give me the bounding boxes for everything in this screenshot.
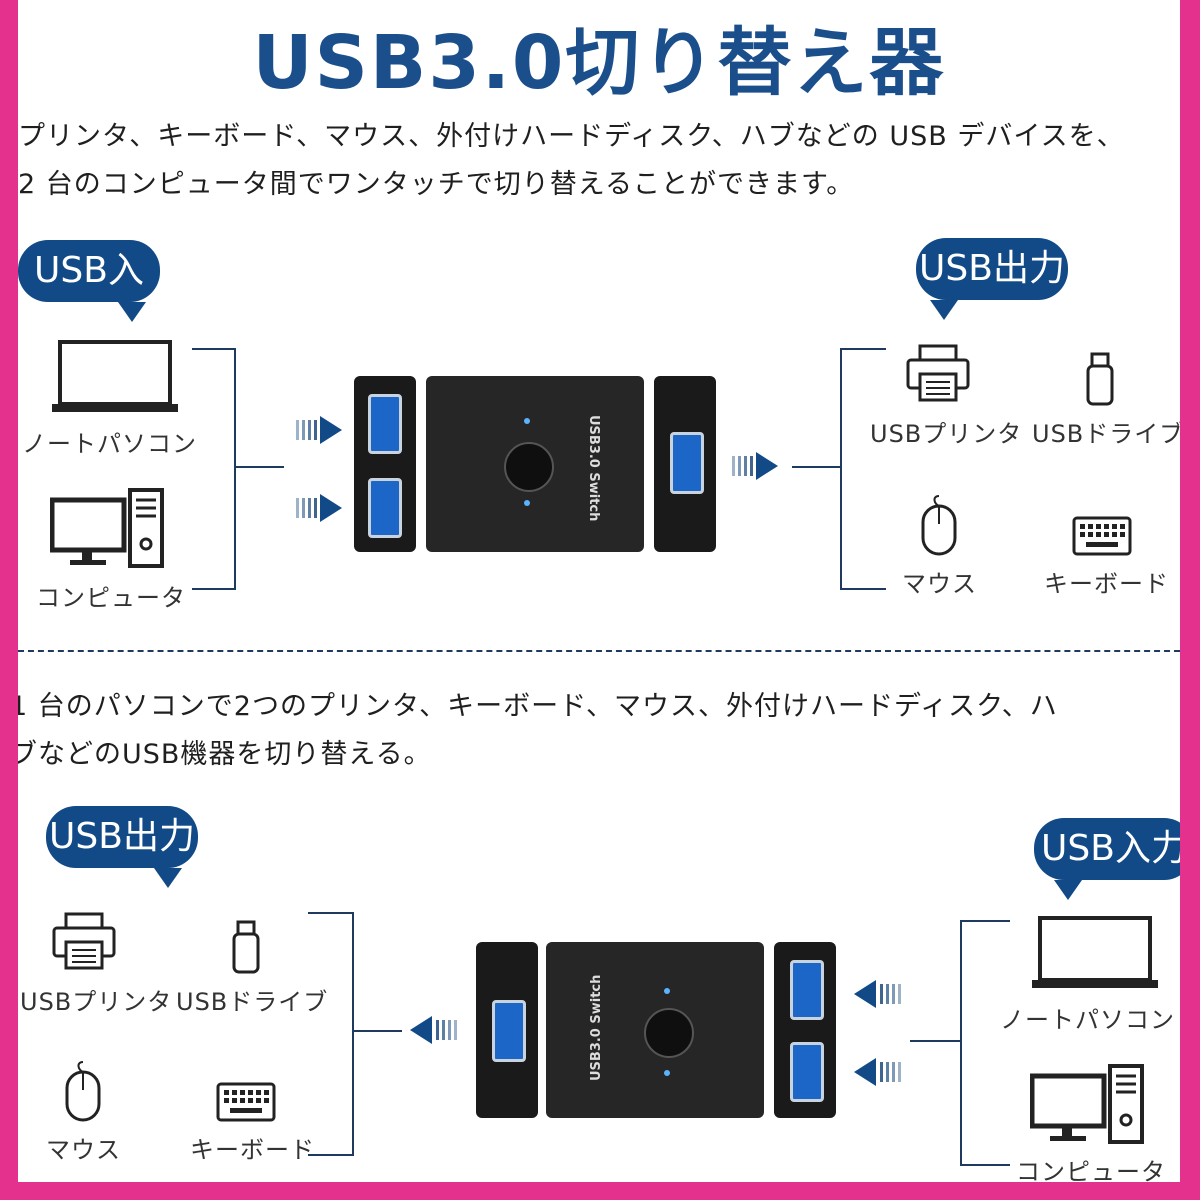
switch-body: USB3.0 Switch (426, 376, 644, 552)
bubble-tail (154, 868, 182, 888)
top-device-label-keyboard: キーボード (1044, 570, 1169, 598)
usb-drive-icon (232, 920, 260, 974)
connector-line (960, 920, 1010, 922)
connector-line (910, 1040, 962, 1042)
arrow-icon (410, 1016, 457, 1044)
mouse-icon (65, 1061, 101, 1122)
switch-button (504, 442, 554, 492)
usb-drive-icon (1086, 352, 1114, 406)
connector-line (234, 466, 284, 468)
led-indicator (524, 500, 530, 506)
connector-line (192, 348, 236, 350)
bottom-input-bubble-label: USB入力 (1034, 818, 1180, 880)
arrow-icon (296, 416, 342, 444)
printer-icon (906, 344, 970, 402)
page-title: USB3.0切り替え器 (252, 20, 946, 106)
connector-line (960, 1164, 1010, 1166)
switch-body: USB3.0 Switch (546, 942, 764, 1118)
bottom-description-line2: ブなどのUSB機器を切り替える。 (18, 739, 432, 770)
printer-icon (52, 912, 116, 970)
bubble-tail (930, 300, 958, 320)
connector-line (192, 588, 236, 590)
top-input-bubble-label: USB入力 (18, 240, 160, 353)
bottom-computer-label: コンピュータ (1016, 1158, 1166, 1182)
connector-line (234, 348, 236, 590)
bottom-laptop-label: ノートパソコン (1000, 1006, 1175, 1034)
desktop-computer-icon (50, 488, 164, 568)
usb-port (368, 394, 402, 454)
bottom-output-bubble-label: USB出力 (46, 806, 198, 868)
usb-port (368, 478, 402, 538)
mouse-icon (921, 495, 957, 556)
top-device-label-mouse: マウス (902, 570, 977, 598)
led-indicator (664, 988, 670, 994)
switch-input-block (774, 942, 836, 1118)
arrow-icon (854, 980, 901, 1008)
led-indicator (664, 1070, 670, 1076)
top-output-bubble: USB出力 (916, 238, 1068, 320)
connector-line (308, 1154, 354, 1156)
usb-port (492, 1000, 526, 1062)
usb-port (790, 1042, 824, 1102)
switch-output-block (654, 376, 716, 552)
led-indicator (524, 418, 530, 424)
keyboard-icon (216, 1082, 276, 1122)
arrow-icon (854, 1058, 901, 1086)
top-laptop-label: ノートパソコン (22, 430, 197, 458)
switch-label: USB3.0 Switch (589, 974, 604, 1081)
switch-button (644, 1008, 694, 1058)
bottom-input-bubble: USB入力 (1034, 818, 1180, 900)
arrow-icon (296, 494, 342, 522)
arrow-icon (732, 452, 778, 480)
usb-port (670, 432, 704, 494)
switch-input-block (354, 376, 416, 552)
top-device-label-printer: USBプリンタ (870, 420, 1023, 448)
top-output-bubble-label: USB出力 (916, 238, 1068, 300)
connector-line (960, 920, 962, 1166)
bubble-tail (1054, 880, 1082, 900)
connector-line (840, 348, 842, 590)
bottom-device-label-printer: USBプリンタ (20, 988, 173, 1016)
connector-line (352, 912, 354, 1156)
switch-label: USB3.0 Switch (586, 415, 601, 522)
bottom-device-label-keyboard: キーボード (190, 1136, 315, 1164)
top-input-bubble: USB入力 (18, 240, 160, 353)
top-description-line1: プリンタ、キーボード、マウス、外付けハードディスク、ハブなどの USB デバイス… (18, 121, 1125, 152)
top-computer-label: コンピュータ (36, 584, 186, 612)
switch-output-block (476, 942, 538, 1118)
laptop-icon (52, 340, 178, 412)
connector-line (352, 1030, 402, 1032)
desktop-computer-icon (1030, 1064, 1144, 1144)
section-divider (18, 650, 1180, 652)
connector-line (308, 912, 354, 914)
usb-port (790, 960, 824, 1020)
connector-line (840, 588, 886, 590)
product-panel: USB3.0切り替え器 プリンタ、キーボード、マウス、外付けハードディスク、ハブ… (18, 0, 1180, 1182)
laptop-icon (1032, 916, 1158, 988)
bubble-tail (118, 302, 146, 322)
top-description-line2: 2 台のコンピュータ間でワンタッチで切り替えることができます。 (18, 169, 855, 200)
connector-line (792, 466, 842, 468)
bottom-description-line1: 1 台のパソコンで2つのプリンタ、キーボード、マウス、外付けハードディスク、ハ (18, 691, 1058, 722)
top-device-label-usb-drive: USBドライブ (1032, 420, 1180, 448)
connector-line (840, 348, 886, 350)
bottom-device-label-mouse: マウス (46, 1136, 121, 1164)
bottom-device-label-usb-drive: USBドライブ (176, 988, 329, 1016)
keyboard-icon (1072, 516, 1132, 556)
bottom-output-bubble: USB出力 (46, 806, 198, 888)
